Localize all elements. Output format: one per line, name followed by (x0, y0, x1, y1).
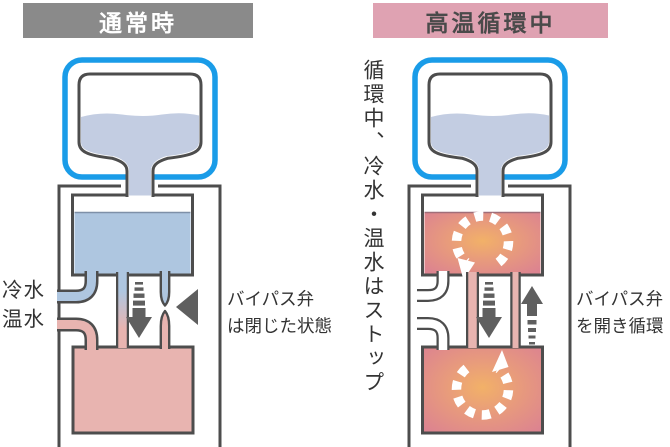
normal-state-diagram (57, 60, 222, 447)
hot-circulation-diagram (407, 60, 572, 447)
cold-water-label: 冷水 (2, 279, 45, 302)
normal-state-header: 通常時 (23, 3, 253, 38)
bypass-open-note: バイパス弁 を開き循環 (576, 286, 664, 340)
lower-tank-heating (421, 345, 544, 435)
bypass-closed-note-line2: は閉じた状態 (227, 316, 332, 336)
flow-up-arrow-icon (521, 286, 543, 345)
cold-water-tank (71, 193, 194, 277)
circulation-stop-note: 循環中、冷水・温水はストップ (361, 59, 384, 395)
hot-water-label: 温水 (2, 308, 45, 331)
bypass-valve-closed-icon (159, 271, 198, 349)
flow-down-arrow-icon (126, 282, 152, 338)
server-body-right (407, 184, 572, 447)
flow-down-arrow-icon (476, 282, 502, 338)
bypass-closed-note-line1: バイパス弁 (227, 289, 315, 309)
hot-water-tank (71, 345, 195, 435)
bypass-closed-note: バイパス弁 は閉じた状態 (227, 286, 332, 340)
bypass-open-note-line1: バイパス弁 (576, 289, 664, 309)
normal-state-header-label: 通常時 (99, 9, 177, 36)
hot-water-pipe-stopped (417, 317, 450, 350)
bypass-open-note-line2: を開き循環 (576, 316, 664, 336)
hot-circulation-header: 高温循環中 (373, 3, 608, 38)
upper-tank-heating (421, 193, 544, 280)
hot-water-pipe (57, 317, 99, 350)
cold-water-pipe-stopped (417, 271, 450, 302)
hot-circulation-header-label: 高温循環中 (425, 9, 556, 36)
server-body-left (57, 184, 222, 447)
water-bottle (65, 60, 215, 197)
water-bottle (415, 60, 565, 197)
circulation-arrow-icon (451, 211, 514, 267)
cold-water-pipe (57, 271, 99, 304)
water-outlet-labels: 冷水 温水 (2, 276, 45, 334)
circulation-arrow-icon (451, 364, 514, 420)
